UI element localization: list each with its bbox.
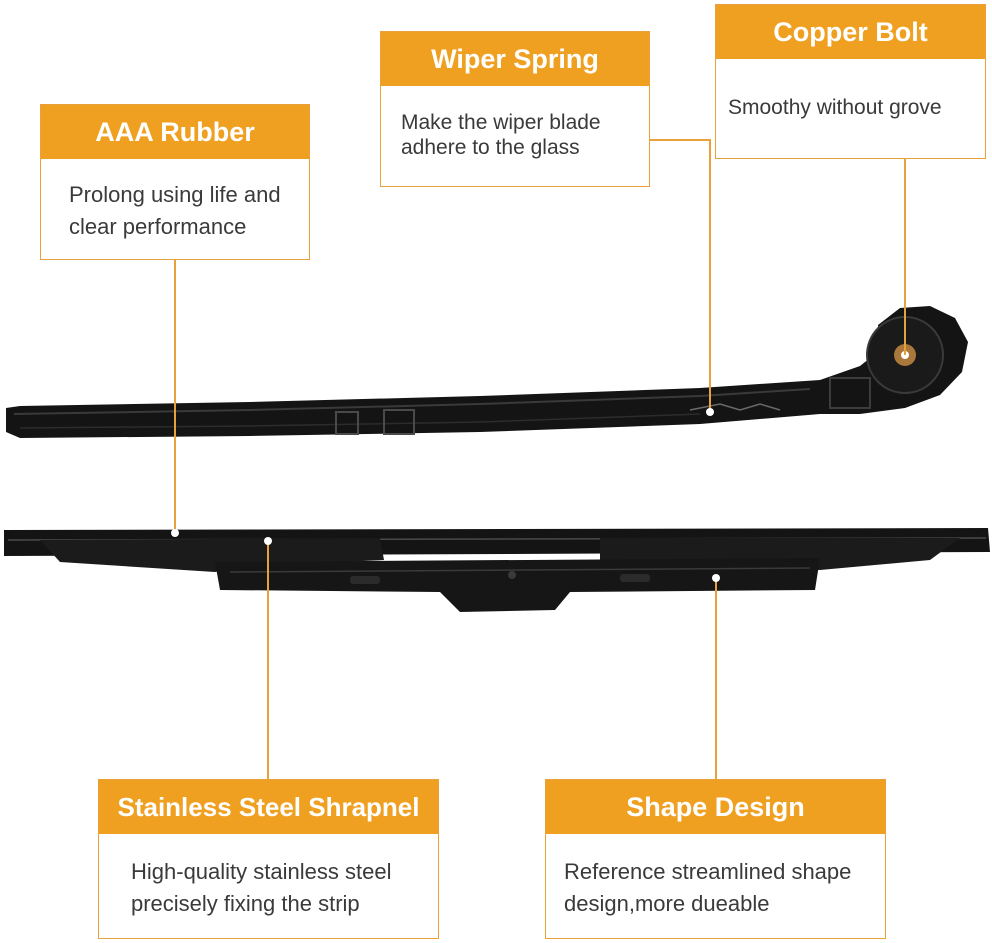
callout-copper-bolt: Copper Bolt Smoothy without grove [715,4,986,159]
description-line: adhere to the glass [401,136,580,159]
callout-title: Stainless Steel Shrapnel [99,780,438,834]
description-line: precisely fixing the strip [131,891,360,916]
callout-title: Copper Bolt [716,5,985,59]
leader-dots [171,408,720,582]
callout-title: Wiper Spring [381,32,649,86]
callout-wiper-spring: Wiper Spring Make the wiper blade adhere… [380,31,650,187]
description-line: Reference streamlined shape [564,859,852,884]
callout-title: AAA Rubber [41,105,309,159]
description-line: design,more dueable [564,891,770,916]
callout-description: High-quality stainless steel precisely f… [99,834,438,920]
callout-description: Make the wiper blade adhere to the glass [381,86,649,160]
callout-description: Reference streamlined shape design,more … [546,834,885,920]
wiper-blade [4,528,990,612]
leader-lines [174,139,906,779]
callout-description: Smoothy without grove [716,59,985,120]
description-line: Prolong using life and [69,182,281,207]
callout-aaa-rubber: AAA Rubber Prolong using life and clear … [40,104,310,260]
callout-title: Shape Design [546,780,885,834]
callout-shape-design: Shape Design Reference streamlined shape… [545,779,886,939]
description-line: High-quality stainless steel [131,859,392,884]
callout-description: Prolong using life and clear performance [41,159,309,243]
callout-stainless-steel-shrapnel: Stainless Steel Shrapnel High-quality st… [98,779,439,939]
description-line: Make the wiper blade [401,111,601,134]
description-line: Smoothy without grove [728,96,942,119]
wiper-arm [6,306,968,438]
description-line: clear performance [69,214,247,239]
